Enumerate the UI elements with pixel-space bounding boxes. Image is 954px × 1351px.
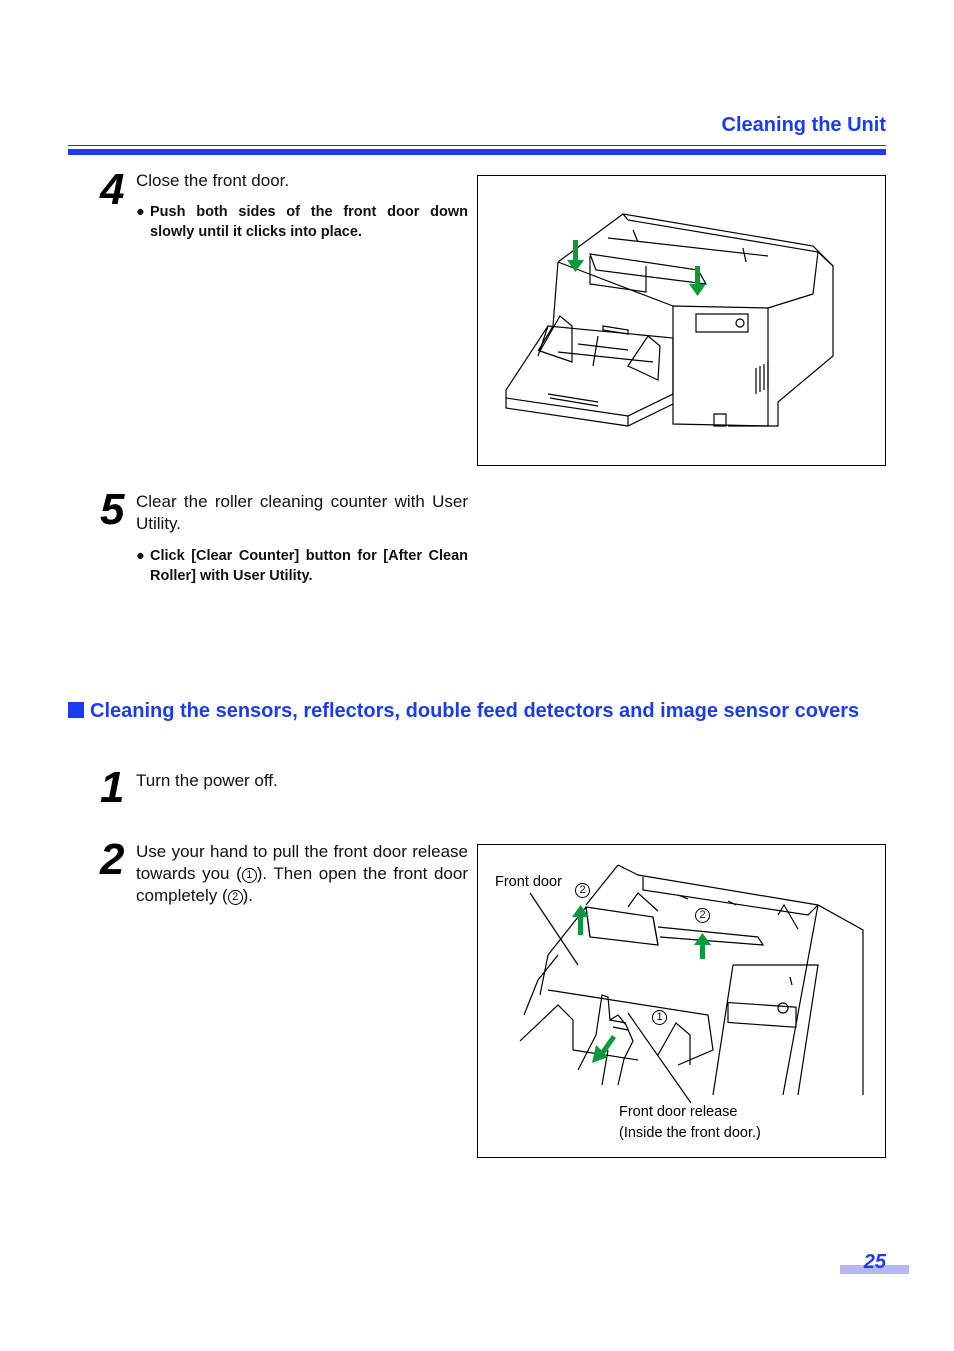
header-rule-thin [68,145,886,146]
step-text: Close the front door. [136,171,290,190]
page-number-bar [840,1265,909,1274]
step-number: 1 [100,763,125,812]
header-rule-thick [68,149,886,155]
label-front-door: Front door [495,874,562,890]
step-bullet-text: Click [Clear Counter] button for [After … [150,548,468,584]
bullet-dot: ● [136,548,145,564]
step-bullet: ● Push both sides of the front door down… [136,202,468,242]
step-text: Clear the roller cleaning counter with U… [136,492,468,533]
label-front-door-release: Front door release [619,1104,738,1120]
circled-marker: 2 [695,908,710,923]
circled-marker: 1 [241,868,257,883]
scanner-illustration-open [519,864,864,1104]
step-text: Turn the power off. [136,771,278,790]
section-heading: Cleaning the sensors, reflectors, double… [68,699,888,724]
step-text-part: Use your hand to pull the front door rel… [136,842,468,883]
step-bullet-text: Push both sides of the front door down s… [150,204,468,240]
circled-marker: 2 [227,890,243,905]
step-number: 4 [100,165,125,214]
step-text-part: ). Then open the front door completely ( [136,864,468,905]
scanner-illustration-closed [505,213,834,427]
circled-marker: 1 [652,1010,667,1025]
step-text: Use your hand to pull the front door rel… [136,841,468,907]
page-header-title: Cleaning the Unit [721,114,886,136]
figure-close-door [477,175,886,466]
section-square-icon [68,702,84,718]
step-number: 5 [100,485,125,534]
section-heading-text: Cleaning the sensors, reflectors, double… [90,700,860,722]
page-number: 25 [863,1251,886,1273]
step-text-part: ). [242,886,254,905]
circled-marker: 2 [575,883,590,898]
figure-open-door: Front door 2 2 1 Front door release (Ins… [477,844,886,1158]
step-number: 2 [100,835,125,884]
step-bullet: ● Click [Clear Counter] button for [Afte… [136,546,468,586]
bullet-dot: ● [136,204,145,220]
label-front-door-release-note: (Inside the front door.) [619,1125,761,1141]
